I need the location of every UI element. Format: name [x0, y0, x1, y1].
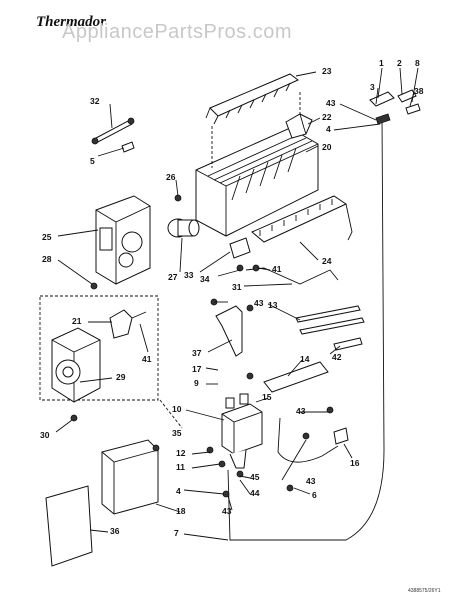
- callout-18: 18: [176, 506, 186, 516]
- callout-15: 15: [262, 392, 272, 402]
- watermark: AppliancePartsPros.com: [62, 21, 292, 43]
- callout-43c: 43: [296, 406, 306, 416]
- callout-5: 5: [90, 156, 95, 166]
- callout-20: 20: [322, 142, 332, 152]
- callout-29: 29: [116, 372, 126, 382]
- part-wire-bracket: [263, 361, 329, 393]
- callout-10: 10: [172, 404, 182, 414]
- callout-3: 3: [370, 82, 375, 92]
- part-clip-set: [295, 305, 365, 351]
- callout-41b: 41: [142, 354, 152, 364]
- callout-43b: 43: [254, 298, 264, 308]
- callout-21: 21: [72, 316, 82, 326]
- callout-27: 27: [168, 272, 178, 282]
- callout-16: 16: [350, 458, 360, 468]
- callout-24: 24: [322, 256, 332, 266]
- callout-36: 36: [110, 526, 120, 536]
- part-housing: [95, 195, 151, 285]
- callout-1: 1: [379, 58, 384, 68]
- callout-37: 37: [192, 348, 202, 358]
- part-harness: [277, 417, 349, 463]
- callout-23: 23: [322, 66, 332, 76]
- callout-43: 43: [326, 98, 336, 108]
- callout-42: 42: [332, 352, 342, 362]
- part-motor: [167, 218, 200, 238]
- callout-44: 44: [250, 488, 260, 498]
- callout-33: 33: [184, 270, 194, 280]
- callout-13: 13: [268, 300, 278, 310]
- footer-code: 4388575/26Y1: [408, 588, 441, 594]
- callout-4: 4: [326, 124, 331, 134]
- part-fill-cup: [285, 113, 313, 139]
- callout-22: 22: [322, 112, 332, 122]
- callout-43d: 43: [306, 476, 316, 486]
- callout-17: 17: [192, 364, 202, 374]
- callout-26: 26: [166, 172, 176, 182]
- part-bracket-37: [215, 305, 243, 357]
- callout-45: 45: [250, 472, 260, 482]
- callout-43e: 43: [222, 506, 232, 516]
- part-panel: [45, 485, 93, 567]
- callout-7: 7: [174, 528, 179, 538]
- part-assembly-box: [39, 295, 159, 403]
- callout-28: 28: [42, 254, 52, 264]
- brand-logo: Thermador: [36, 14, 106, 30]
- part-cover: [101, 439, 159, 515]
- part-ejector-comb: [205, 73, 299, 125]
- part-screw-5: [121, 141, 135, 153]
- leader-lines: [55, 67, 419, 541]
- part-water-valve: [221, 393, 263, 469]
- callout-38: 38: [414, 86, 424, 96]
- callout-9: 9: [194, 378, 199, 388]
- callout-2: 2: [397, 58, 402, 68]
- callout-4b: 4: [176, 486, 181, 496]
- screws: [70, 194, 334, 498]
- callout-30: 30: [40, 430, 50, 440]
- callout-11: 11: [176, 462, 185, 472]
- callout-34: 34: [200, 274, 210, 284]
- part-water-tube: [227, 115, 385, 541]
- part-shutoff-arm: [251, 195, 353, 243]
- callout-31: 31: [232, 282, 242, 292]
- callout-14: 14: [300, 354, 310, 364]
- callout-25: 25: [42, 232, 52, 242]
- callout-12: 12: [176, 448, 186, 458]
- callout-labels: 23 1 2 8 3 38 43 32 22 4 5 20 26 25 24 2…: [40, 58, 424, 538]
- callout-35: 35: [172, 428, 182, 438]
- part-ice-mold: [195, 92, 319, 237]
- part-strap: [91, 117, 135, 145]
- callout-6: 6: [312, 490, 317, 500]
- callout-41: 41: [272, 264, 282, 274]
- callout-8: 8: [415, 58, 420, 68]
- callout-32: 32: [90, 96, 100, 106]
